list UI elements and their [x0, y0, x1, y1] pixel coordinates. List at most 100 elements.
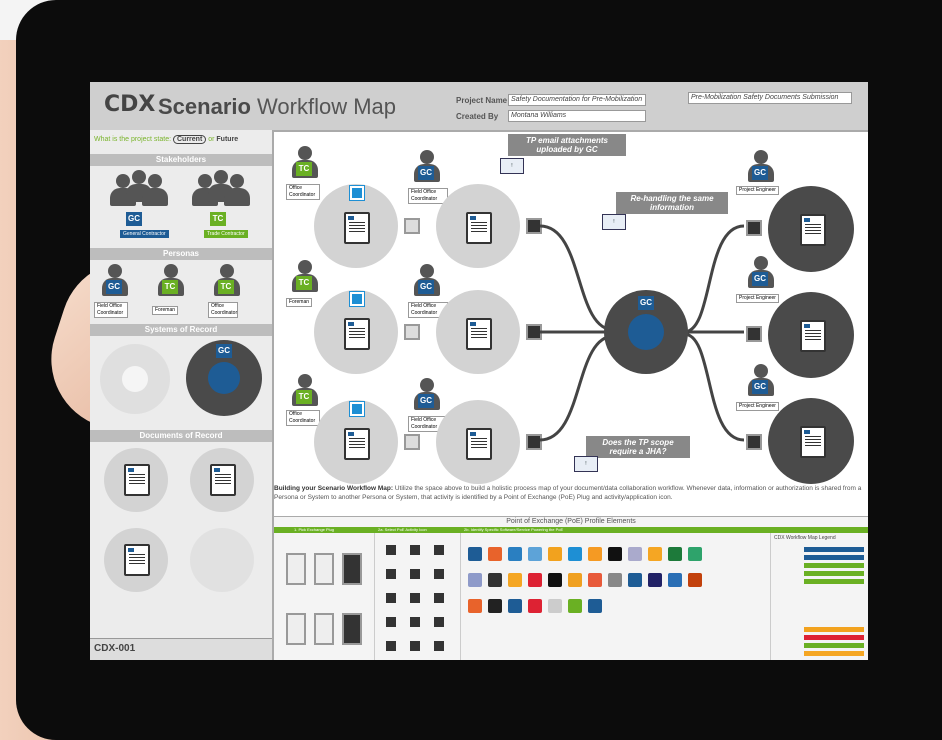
poe-col3-header: 2b. Identify Specific Software/Service P… [464, 527, 564, 532]
app-icon[interactable] [628, 547, 642, 561]
activity-icon[interactable] [434, 617, 444, 627]
plug-icon[interactable] [314, 553, 334, 585]
plug-icon[interactable] [286, 553, 306, 585]
tc-badge: TC [210, 212, 226, 226]
app-icon[interactable] [648, 573, 662, 587]
activity-icon[interactable] [410, 641, 420, 651]
document-icon [124, 464, 150, 496]
app-icon[interactable] [488, 573, 502, 587]
app-icon[interactable] [468, 599, 482, 613]
software-icon-column [460, 533, 771, 660]
activity-icon[interactable] [410, 569, 420, 579]
activity-icon[interactable] [386, 617, 396, 627]
activity-icon[interactable] [410, 617, 420, 627]
gc-badge: GC [638, 296, 654, 310]
app-icon[interactable] [528, 547, 542, 561]
callout-jha: Does the TP scope require a JHA? [586, 436, 690, 458]
legend-row [804, 547, 864, 552]
project-name-field[interactable]: Safety Documentation for Pre-Mobilizatio… [508, 94, 646, 106]
app-icon[interactable] [468, 573, 482, 587]
plug-column [274, 533, 375, 660]
logo: CDX [104, 92, 156, 117]
screen: CDX Scenario Workflow Map Project Name S… [90, 82, 868, 660]
app-icon[interactable] [508, 547, 522, 561]
legend-row [804, 571, 864, 576]
activity-icon[interactable] [434, 569, 444, 579]
plug-icon[interactable] [342, 613, 362, 645]
documents-heading: Documents of Record [90, 430, 272, 442]
app-icon[interactable] [548, 547, 562, 561]
activity-icon[interactable] [434, 545, 444, 555]
legend-title: CDX Workflow Map Legend [774, 535, 836, 541]
title-bold: Scenario [158, 94, 251, 119]
central-system-gear [604, 290, 688, 374]
app-icon[interactable] [688, 573, 702, 587]
legend-row [804, 555, 864, 560]
activity-icon[interactable] [386, 593, 396, 603]
activity-icon[interactable] [410, 593, 420, 603]
poe-header-bar: 1. Pick Exchange Plug 2a. Select PoE Act… [274, 527, 868, 533]
poe-square [349, 185, 365, 201]
tc-badge: TC [296, 276, 312, 290]
app-icon[interactable] [548, 599, 562, 613]
page-title: Scenario Workflow Map [158, 94, 396, 120]
header: CDX Scenario Workflow Map Project Name S… [90, 82, 868, 132]
app-icon[interactable] [588, 547, 602, 561]
scenario-title-field[interactable]: Pre-Mobilization Safety Documents Submis… [688, 92, 852, 104]
gc-badge: GC [418, 280, 434, 294]
created-by-field[interactable]: Montana Williams [508, 110, 646, 122]
poe-square [349, 291, 365, 307]
plug-icon [746, 220, 762, 236]
document-gear-placeholder [190, 528, 254, 592]
app-icon[interactable] [668, 573, 682, 587]
app-icon[interactable] [588, 599, 602, 613]
app-icon[interactable] [528, 573, 542, 587]
callout-rehandling: Re-handling the same information [616, 192, 728, 214]
state-current-option[interactable]: Current [173, 135, 207, 144]
app-icon[interactable] [548, 573, 562, 587]
role-office-coordinator: Office Coordinator [286, 410, 320, 426]
app-icon[interactable] [608, 573, 622, 587]
gc-badge: GC [216, 344, 232, 358]
activity-icon[interactable] [434, 593, 444, 603]
legend-row [804, 563, 864, 568]
plug-icon[interactable] [314, 613, 334, 645]
activity-icon[interactable] [386, 545, 396, 555]
app-icon[interactable] [668, 547, 682, 561]
gc-badge: GC [418, 394, 434, 408]
plug-icon[interactable] [286, 613, 306, 645]
created-by-label: Created By [456, 112, 499, 121]
app-icon[interactable] [648, 547, 662, 561]
activity-icon[interactable] [386, 641, 396, 651]
state-future-option[interactable]: Future [216, 136, 239, 143]
activity-icon[interactable] [386, 569, 396, 579]
app-icon[interactable] [688, 547, 702, 561]
activity-icon[interactable] [410, 545, 420, 555]
app-icon[interactable] [568, 599, 582, 613]
tc-badge: TC [162, 280, 178, 294]
systems-heading: Systems of Record [90, 324, 272, 336]
plug-icon [404, 218, 420, 234]
app-icon[interactable] [488, 599, 502, 613]
app-icon[interactable] [608, 547, 622, 561]
app-icon[interactable] [528, 599, 542, 613]
gc-badge: GC [126, 212, 142, 226]
app-icon[interactable] [488, 547, 502, 561]
app-icon[interactable] [468, 547, 482, 561]
document-icon [124, 544, 150, 576]
persona-foreman: Foreman [152, 306, 179, 315]
state-or: or [206, 136, 217, 143]
app-icon[interactable] [508, 573, 522, 587]
app-icon[interactable] [568, 547, 582, 561]
activity-icon[interactable] [434, 641, 444, 651]
app-icon[interactable] [588, 573, 602, 587]
gc-badge: GC [106, 280, 122, 294]
gc-badge: GC [752, 166, 768, 180]
app-icon[interactable] [628, 573, 642, 587]
gc-badge: GC [752, 380, 768, 394]
plug-icon [746, 326, 762, 342]
plug-icon[interactable] [342, 553, 362, 585]
app-icon[interactable] [508, 599, 522, 613]
tc-badge: TC [296, 390, 312, 404]
app-icon[interactable] [568, 573, 582, 587]
